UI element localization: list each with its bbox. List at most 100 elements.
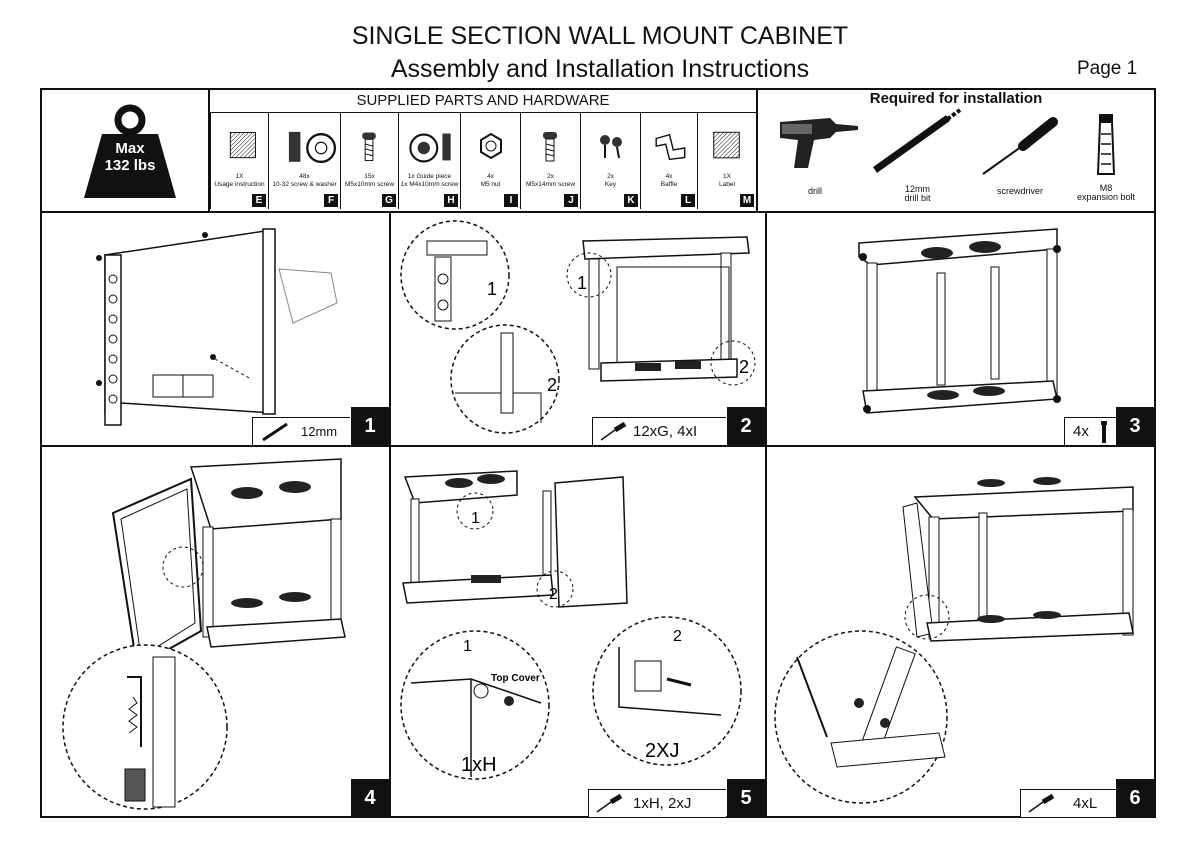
step1-legend: 12mm bbox=[252, 417, 350, 445]
tool-expansion-bolt: M8 expansion bolt bbox=[1068, 104, 1144, 204]
part-qty: 2x bbox=[547, 173, 554, 180]
grid-line bbox=[208, 88, 210, 212]
step2-legend-text: 12xG, 4xI bbox=[633, 423, 698, 440]
grid-line bbox=[40, 445, 1156, 447]
screw-icon bbox=[543, 132, 557, 162]
callout-2: 2 bbox=[673, 628, 682, 645]
part-qty: 48x bbox=[299, 173, 310, 180]
part-desc: M5 nut bbox=[480, 181, 501, 188]
part-qty: 15x bbox=[364, 173, 375, 180]
part-letter: H bbox=[444, 194, 458, 207]
tool-label: drill bbox=[807, 186, 822, 196]
tool-label: M8 bbox=[1099, 183, 1113, 193]
part-qty: 4x bbox=[665, 173, 673, 180]
weight-value: 132 lbs bbox=[104, 157, 156, 174]
drill-icon bbox=[780, 118, 858, 168]
step6-legend: 4xL bbox=[1020, 789, 1116, 817]
step5-legend: 1xH, 2xJ bbox=[588, 789, 726, 817]
drill-bit-icon bbox=[262, 422, 288, 442]
step1-legend-text: 12mm bbox=[301, 424, 338, 439]
part-letter: M bbox=[740, 194, 754, 207]
step6-illustration bbox=[774, 477, 1134, 804]
part-desc: Baffle bbox=[660, 181, 678, 188]
step5-legend-text: 1xH, 2xJ bbox=[633, 795, 692, 812]
callout-1: 1 bbox=[463, 638, 472, 655]
part-letter: F bbox=[324, 194, 338, 207]
part-qty: 2x bbox=[607, 173, 614, 180]
step1-number: 1 bbox=[351, 407, 389, 445]
part-qty: 1X bbox=[235, 173, 244, 180]
part-j-label: 2XJ bbox=[645, 740, 679, 762]
required-heading: Required for installation bbox=[869, 90, 1043, 107]
tool-label: screwdriver bbox=[996, 186, 1043, 196]
grid-line bbox=[389, 212, 391, 818]
step1-illustration bbox=[96, 228, 338, 426]
part-desc: Key bbox=[604, 181, 617, 188]
part-letter: E bbox=[252, 194, 266, 207]
step4-number: 4 bbox=[351, 779, 389, 817]
part-desc: Label bbox=[719, 181, 735, 188]
part-desc: 1x M4x10mm screw bbox=[400, 181, 459, 188]
expansion-bolt-icon bbox=[1096, 114, 1116, 175]
baffle-icon bbox=[655, 133, 686, 161]
part-letter: I bbox=[504, 194, 518, 207]
grid-line bbox=[208, 112, 758, 113]
tool-drill-bit: 12mm drill bit bbox=[870, 104, 965, 204]
step2-number: 2 bbox=[727, 407, 765, 445]
part-letter: G bbox=[382, 194, 396, 207]
step5-illustration: 1 2 1 Top Cover 1xH 2 2XJ bbox=[400, 470, 742, 780]
callout-2: 2 bbox=[739, 357, 749, 377]
tool-drill: drill bbox=[770, 104, 860, 204]
part-qty: 4x bbox=[487, 173, 494, 180]
guide-piece-icon bbox=[409, 133, 451, 163]
part-letter: K bbox=[624, 194, 638, 207]
max-label: Max bbox=[115, 140, 145, 157]
part-letter: J bbox=[564, 194, 578, 207]
tool-label: 12mm bbox=[904, 184, 930, 194]
top-cover-label: Top Cover bbox=[491, 673, 540, 684]
key-icon bbox=[600, 135, 622, 159]
weight-icon bbox=[84, 104, 176, 198]
part-letter: L bbox=[681, 194, 695, 207]
document-title: SINGLE SECTION WALL MOUNT CABINET bbox=[351, 22, 849, 50]
step2-illustration: 1 2 1 2 bbox=[400, 220, 756, 434]
expansion-bolt-icon bbox=[1101, 421, 1107, 443]
screw-icon bbox=[362, 132, 376, 162]
step3-legend-text: 4x bbox=[1073, 423, 1089, 440]
screwdriver-icon bbox=[1028, 793, 1055, 813]
part-desc: Usage instruction bbox=[214, 181, 265, 188]
step2-legend: 12xG, 4xI bbox=[592, 417, 726, 445]
step6-legend-text: 4xL bbox=[1073, 795, 1098, 812]
step3-number: 3 bbox=[1116, 407, 1154, 445]
tool-screwdriver: screwdriver bbox=[975, 104, 1065, 204]
callout-1: 1 bbox=[471, 510, 480, 527]
part-desc: 10-32 screw & washer bbox=[272, 181, 337, 188]
nut-icon bbox=[480, 132, 502, 160]
tool-label-2: drill bit bbox=[904, 193, 931, 203]
part-qty: 1X bbox=[723, 173, 731, 180]
part-desc: M5x10mm screw bbox=[344, 181, 395, 188]
step3-illustration bbox=[858, 228, 1061, 414]
screwdriver-icon bbox=[596, 793, 623, 813]
callout-1: 1 bbox=[577, 273, 587, 293]
drill-bit-icon bbox=[872, 108, 962, 173]
page-number: Page 1 bbox=[1077, 58, 1138, 79]
callout-2: 2 bbox=[549, 586, 558, 603]
grid-line bbox=[40, 211, 1156, 213]
